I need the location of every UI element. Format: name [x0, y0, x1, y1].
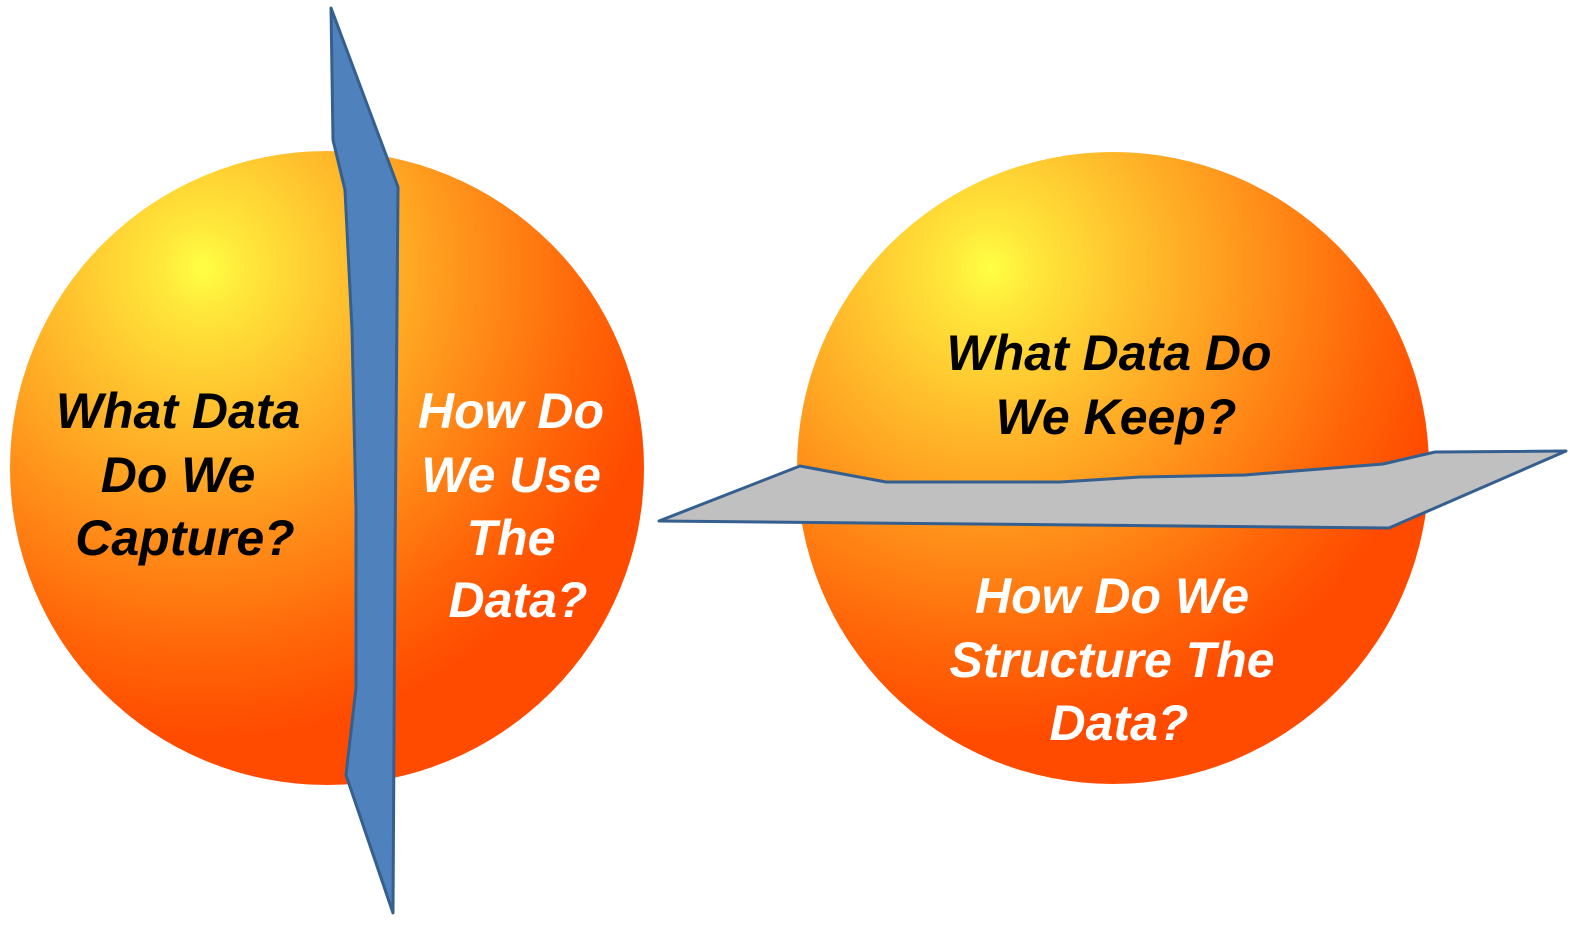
right-half-question: How Do We Use The Data? [418, 383, 618, 628]
bottom-half-line: How Do We [975, 568, 1249, 624]
left-half-line: What Data [56, 383, 300, 439]
vertical-plane [329, 6, 400, 915]
right-half-line: The [467, 510, 556, 566]
bottom-half-question: How Do We Structure The Data? [950, 568, 1289, 751]
top-half-question: What Data Do We Keep? [947, 325, 1286, 445]
top-half-line: What Data Do [947, 325, 1272, 381]
horizontal-plane [657, 449, 1568, 530]
right-half-line: How Do [418, 383, 604, 439]
top-half-line: We Keep? [996, 389, 1237, 445]
right-sphere [797, 152, 1429, 784]
right-sphere-body [797, 152, 1429, 784]
right-half-line: Data? [449, 572, 588, 628]
left-sphere-body [10, 151, 644, 785]
bottom-half-line: Data? [1050, 695, 1189, 751]
left-sphere [10, 151, 644, 785]
left-half-line: Do We [101, 447, 256, 503]
left-half-question: What Data Do We Capture? [56, 383, 314, 566]
right-half-line: We Use [421, 447, 601, 503]
bottom-half-line: Structure The [950, 632, 1275, 688]
left-half-line: Capture? [75, 510, 294, 566]
